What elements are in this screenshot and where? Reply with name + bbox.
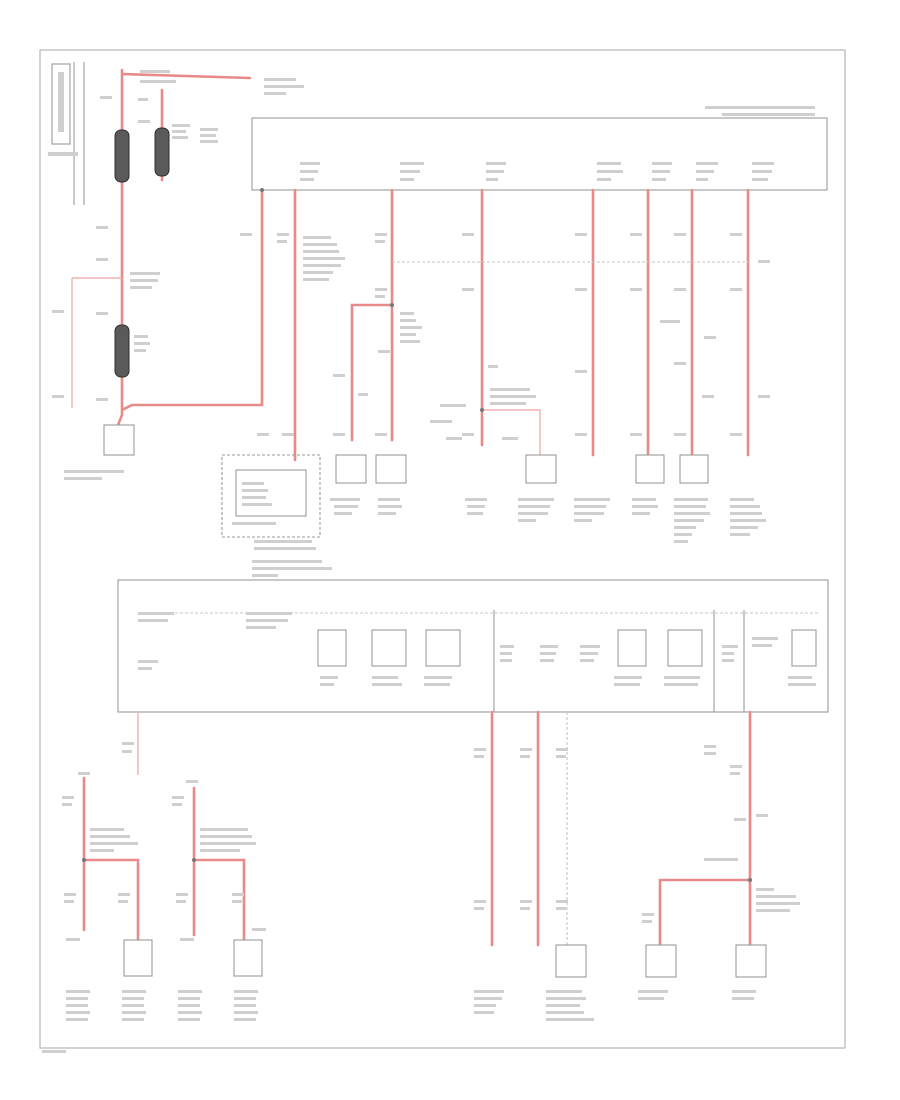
fuse-block-labels [300, 162, 774, 181]
ip-fuse-block-title [252, 560, 332, 577]
sensor-component-3 [178, 990, 202, 1021]
splice-dot-icon [748, 878, 752, 882]
control-module-component [221, 454, 321, 550]
bottom-circuit-6 [658, 710, 752, 947]
fuse-labels [52, 70, 304, 401]
circuit-wire-labels [240, 233, 770, 440]
component-box-3 [465, 498, 487, 515]
sensor-component-1 [66, 990, 90, 1021]
module-component-1 [474, 990, 504, 1014]
underhood-fuse-block [251, 117, 828, 191]
generator-component [64, 424, 135, 480]
fuse-icon [114, 324, 130, 378]
module-component-2 [546, 944, 594, 1021]
bottom-wire-labels [62, 742, 800, 941]
bottom-circuit-1 [82, 776, 140, 942]
module-component-4 [732, 944, 767, 1000]
bottom-circuit-2 [192, 786, 246, 942]
ground-loop-wire [71, 277, 122, 408]
sensor-component-2 [122, 939, 153, 1021]
component-box-1 [330, 454, 367, 515]
module-component-3 [638, 944, 677, 1000]
instrument-panel-fuse-block [117, 579, 829, 713]
splice-dot-icon [480, 408, 484, 412]
component-box-4 [518, 454, 557, 522]
circuit-wire-2 [350, 188, 394, 442]
splice-dot-icon [82, 858, 86, 862]
splice-dot-icon [390, 303, 394, 307]
component-box-5 [574, 498, 610, 522]
diagram-frame [39, 49, 846, 1049]
fuse-block-title [705, 106, 815, 116]
footer-code-mark [42, 1050, 66, 1053]
battery-feed-wire [116, 68, 264, 427]
splice-dot-icon [260, 188, 264, 192]
battery-to-instrument-wire [120, 72, 252, 80]
splice-dot-icon [192, 858, 196, 862]
fuse-icon [154, 127, 170, 177]
battery-symbol [48, 62, 85, 205]
component-box-6 [632, 454, 665, 515]
sensor-component-4 [233, 939, 263, 1021]
component-box-7 [674, 454, 710, 543]
ip-fuse-block-components [138, 612, 817, 686]
circuit-branch-3 [482, 409, 541, 455]
component-box-2 [375, 454, 407, 515]
fuse-icon [114, 129, 130, 183]
component-box-8 [730, 498, 766, 536]
